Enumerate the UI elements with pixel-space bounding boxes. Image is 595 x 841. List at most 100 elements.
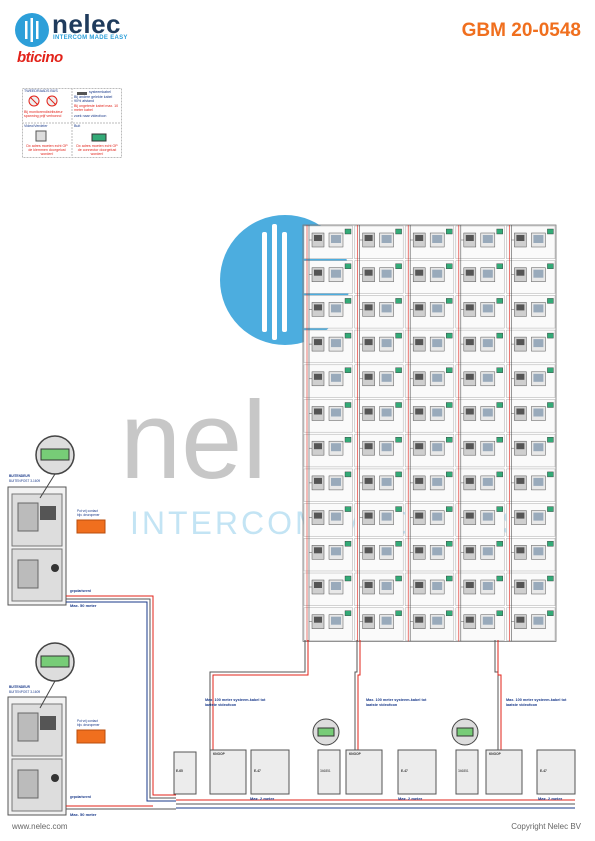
connector	[395, 437, 402, 443]
legend-cable-note-3: zoek naar videofoon	[74, 114, 107, 118]
connector	[547, 437, 554, 443]
connector	[547, 575, 554, 582]
connector	[446, 575, 453, 582]
connector	[344, 402, 352, 408]
max2-label-2: Max. 2 meter	[398, 796, 423, 801]
connector	[344, 471, 352, 478]
connector	[547, 541, 554, 547]
connector	[395, 367, 402, 373]
riser-note-3: Max. 100 meter systeem-kabel tot laatste…	[506, 698, 567, 707]
connector	[496, 263, 503, 269]
connector	[446, 541, 453, 547]
grid-frame	[302, 224, 557, 642]
legend-bus-note: Bij monitorendistributeur spanning prijf…	[24, 110, 63, 119]
bottom-modules	[173, 718, 576, 795]
apartment-cell	[354, 295, 404, 329]
connector	[344, 228, 352, 235]
legend-video-label: Video/Verdeler	[24, 124, 48, 128]
connector	[496, 332, 503, 339]
footer-url[interactable]: www.nelec.com	[12, 822, 68, 831]
brand-name: nelec	[52, 9, 121, 39]
knoop-label-2: KNOOP	[349, 752, 361, 756]
connector	[344, 332, 352, 339]
bticino-logo: bticino	[17, 49, 63, 66]
connector	[395, 610, 402, 616]
panel-upper-max-label: Max. 50 meter	[70, 603, 97, 608]
panel-lower-title: BUITENDEUR	[9, 685, 30, 689]
door-panel-upper	[7, 486, 67, 606]
connector	[395, 506, 402, 512]
connector	[496, 228, 503, 235]
connector	[496, 506, 503, 512]
connector	[446, 298, 453, 304]
connector	[547, 263, 554, 269]
connector	[496, 367, 503, 373]
svg-text:nel: nel	[120, 379, 267, 502]
apartment-cell	[404, 295, 455, 329]
legend-warning-right: Dx adres moeten echt OP de connector doo…	[76, 144, 118, 157]
legend-cable-note-2: Bij ongeteste kabel max. 10 meter kabel	[74, 104, 119, 113]
panel-upper-subtitle: BUITENPOST 3-1609	[9, 479, 41, 483]
connector	[496, 298, 503, 304]
connector	[547, 298, 554, 304]
e47-label-3: E-47	[540, 769, 547, 773]
connector	[446, 228, 453, 235]
legend-out-label: Buit	[74, 124, 81, 128]
distributor-label-2: 346851	[458, 769, 469, 773]
connector	[395, 541, 402, 547]
footer-copyright: Copyright Nelec BV	[511, 822, 581, 831]
magnifier-lower	[35, 642, 75, 709]
knoop-label-3: KNOOP	[489, 752, 501, 756]
brand-tagline: INTERCOM MADE EASY	[53, 35, 128, 41]
max2-label-3: Max. 2 meter	[538, 796, 563, 801]
nelec-logo-icon	[15, 13, 49, 47]
connector	[344, 575, 352, 582]
connector	[446, 402, 453, 408]
panel-upper-relay-note: Pot vrij contact	[77, 509, 98, 513]
magnifier-upper	[35, 435, 75, 499]
connector	[446, 471, 453, 478]
panel-lower-wire-label: gepolariseerd	[70, 795, 91, 799]
connector	[496, 437, 503, 443]
e47-label-2: E-47	[401, 769, 408, 773]
panel-upper-wire-label: gepolariseerd	[70, 589, 91, 593]
document-code: GBM 20-0548	[461, 20, 581, 41]
connector	[395, 575, 402, 582]
panel-lower-subtitle: BUITENPOST 3-1609	[9, 690, 41, 694]
connector	[344, 506, 352, 512]
connector	[547, 228, 554, 235]
connector	[496, 575, 503, 582]
connector	[395, 332, 402, 339]
legend-box	[22, 88, 122, 158]
distributor-label-1: 346851	[320, 769, 331, 773]
connector	[446, 367, 453, 373]
panel-upper-relay-note-2: bijv. deuropener	[77, 513, 100, 517]
e47-label-1: E-47	[254, 769, 261, 773]
connector	[395, 471, 402, 478]
riser-note-1: Max. 100 meter systeem-kabel tot laatste…	[205, 698, 266, 707]
legend-cable-note-1: Bij andere gelekte kabel 90% afstand	[74, 95, 113, 104]
connector	[547, 506, 554, 512]
panel-lower-relay-note-2: bijv. deuropener	[77, 723, 100, 727]
panel-lower-max-label: Max. 50 meter	[70, 812, 97, 817]
connector	[395, 263, 402, 269]
connector	[395, 298, 402, 304]
connector	[344, 263, 352, 269]
legend-cable-title: systeemkabel	[89, 90, 111, 94]
connector	[446, 610, 453, 616]
psu-label: E-65	[176, 769, 183, 773]
knoop-label-1: KNOOP	[213, 752, 225, 756]
connector	[344, 298, 352, 304]
panel-lower-relay-note: Pot vrij contact	[77, 719, 98, 723]
connector	[446, 437, 453, 443]
connector	[496, 610, 503, 616]
connector	[344, 367, 352, 373]
connector	[547, 610, 554, 616]
connector	[547, 471, 554, 478]
connector	[395, 402, 402, 408]
legend-warning-left: Dx adres moeten echt OP de klemmen doorg…	[26, 144, 68, 157]
connector	[547, 402, 554, 408]
connector	[496, 471, 503, 478]
